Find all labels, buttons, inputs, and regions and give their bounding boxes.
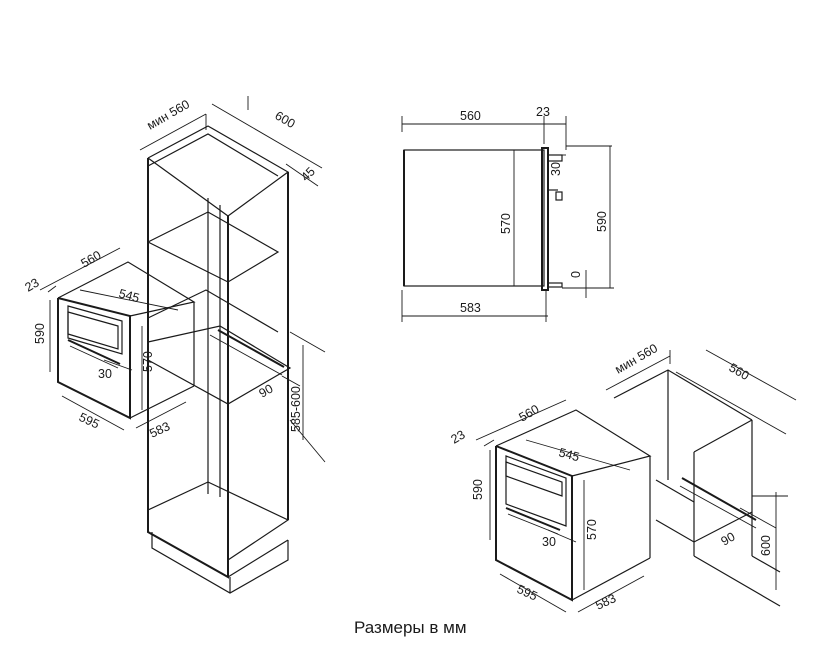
oven-left-handle-gap-label: 30 — [98, 367, 112, 381]
under-height-label: 600 — [759, 535, 773, 556]
oven-left — [39, 247, 196, 431]
oven-left-width-label: 595 — [77, 410, 102, 432]
oven-right-frame-label: 23 — [449, 427, 468, 446]
tall-min-width-label: мин 560 — [145, 97, 193, 133]
tall-vent-depth-label: 90 — [257, 381, 276, 400]
oven-left-inner-width-label: 545 — [117, 286, 141, 305]
side-bottom-gap-label: 0 — [569, 271, 583, 278]
oven-right-body-height-label: 570 — [585, 519, 599, 540]
under-counter-cabinet — [605, 349, 797, 607]
oven-right-depth-label: 583 — [593, 591, 618, 613]
side-depth-label: 560 — [460, 109, 481, 123]
side-frame-label: 23 — [536, 105, 550, 119]
side-total-depth-label: 583 — [460, 301, 481, 315]
oven-right-top-depth-label: 560 — [517, 402, 542, 425]
side-height-label: 590 — [595, 211, 609, 232]
oven-right-inner-width-label: 545 — [557, 445, 581, 464]
oven-left-depth-label: 583 — [147, 419, 172, 441]
side-body-height-label: 570 — [499, 213, 513, 234]
oven-left-top-depth-label: 560 — [79, 248, 104, 271]
under-vent-depth-label: 90 — [719, 529, 738, 548]
oven-left-frame-label: 23 — [23, 275, 42, 294]
oven-left-height-label: 590 — [33, 323, 47, 344]
tall-back-gap-label: 45 — [298, 164, 318, 184]
oven-right-height-label: 590 — [471, 479, 485, 500]
oven-right-handle-gap-label: 30 — [542, 535, 556, 549]
oven-left-body-height-label: 570 — [141, 351, 155, 372]
tall-opening-height-label: 585-600 — [289, 386, 303, 432]
oven-right-width-label: 595 — [515, 582, 540, 604]
side-top-gap-label: 30 — [549, 162, 563, 176]
caption: Размеры в мм — [354, 618, 467, 637]
tall-cabinet — [139, 96, 326, 594]
under-min-width-label: мин 560 — [613, 341, 661, 377]
tall-depth-label: 600 — [273, 108, 298, 131]
oven-right — [475, 399, 652, 613]
side-view — [401, 116, 614, 322]
